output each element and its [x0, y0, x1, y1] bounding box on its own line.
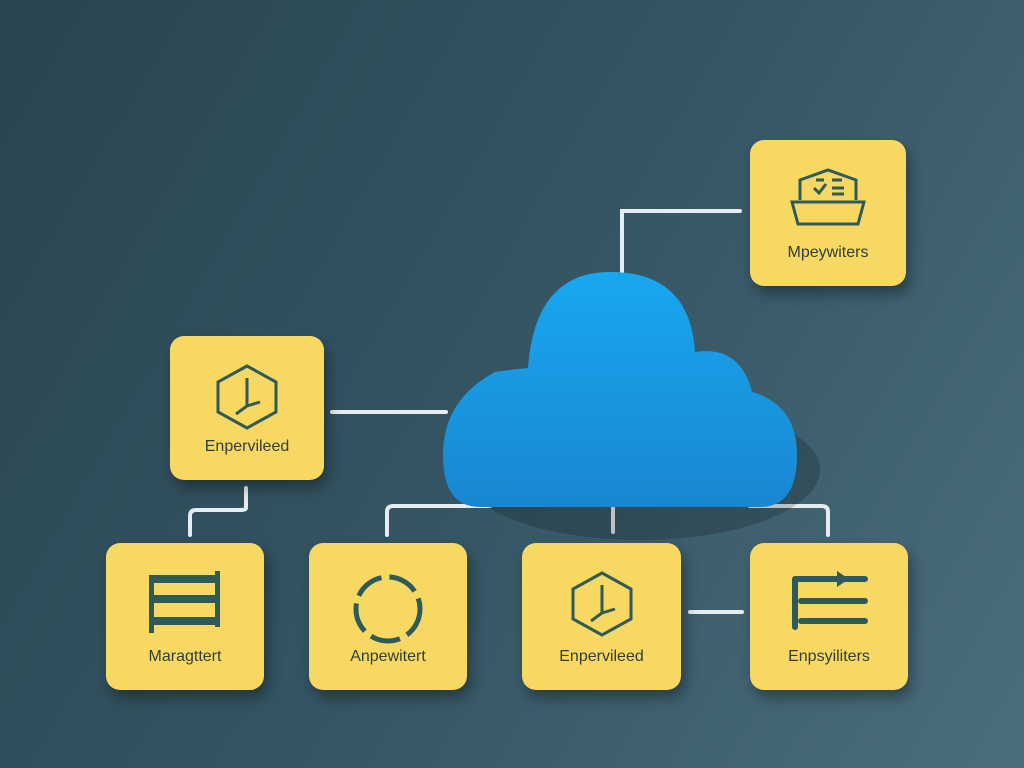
node-bottom-1[interactable]: Maragttert — [106, 543, 264, 690]
cycle-arrows-icon — [353, 574, 423, 644]
hexagon-clock-icon — [571, 571, 632, 637]
node-bottom-4[interactable]: Enpsyiliters — [750, 543, 908, 690]
node-label: Enpsyiliters — [788, 648, 870, 665]
node-label: Enpervileed — [204, 438, 290, 455]
cloud-icon — [443, 272, 797, 507]
connector-bottom-4 — [748, 504, 830, 537]
node-label: Anpewitert — [350, 648, 426, 665]
arrow-lines-icon — [792, 571, 868, 630]
connector-top-right — [620, 209, 742, 274]
connector-bottom-2 — [385, 504, 492, 537]
node-label: Enpervileed — [559, 648, 644, 665]
node-bottom-2[interactable]: Anpewitert — [309, 543, 467, 690]
node-bottom-3[interactable]: Enpervileed — [522, 543, 681, 690]
connector-bottom-1 — [188, 486, 248, 537]
hexagon-clock-icon — [216, 364, 278, 430]
node-label: Maragttert — [148, 648, 222, 665]
server-box-icon — [790, 168, 866, 226]
node-label: Mpeywiters — [787, 244, 869, 261]
node-top-right[interactable]: Mpeywiters — [750, 140, 906, 286]
stacked-bars-icon — [149, 571, 220, 633]
node-left-mid[interactable]: Enpervileed — [170, 336, 324, 480]
